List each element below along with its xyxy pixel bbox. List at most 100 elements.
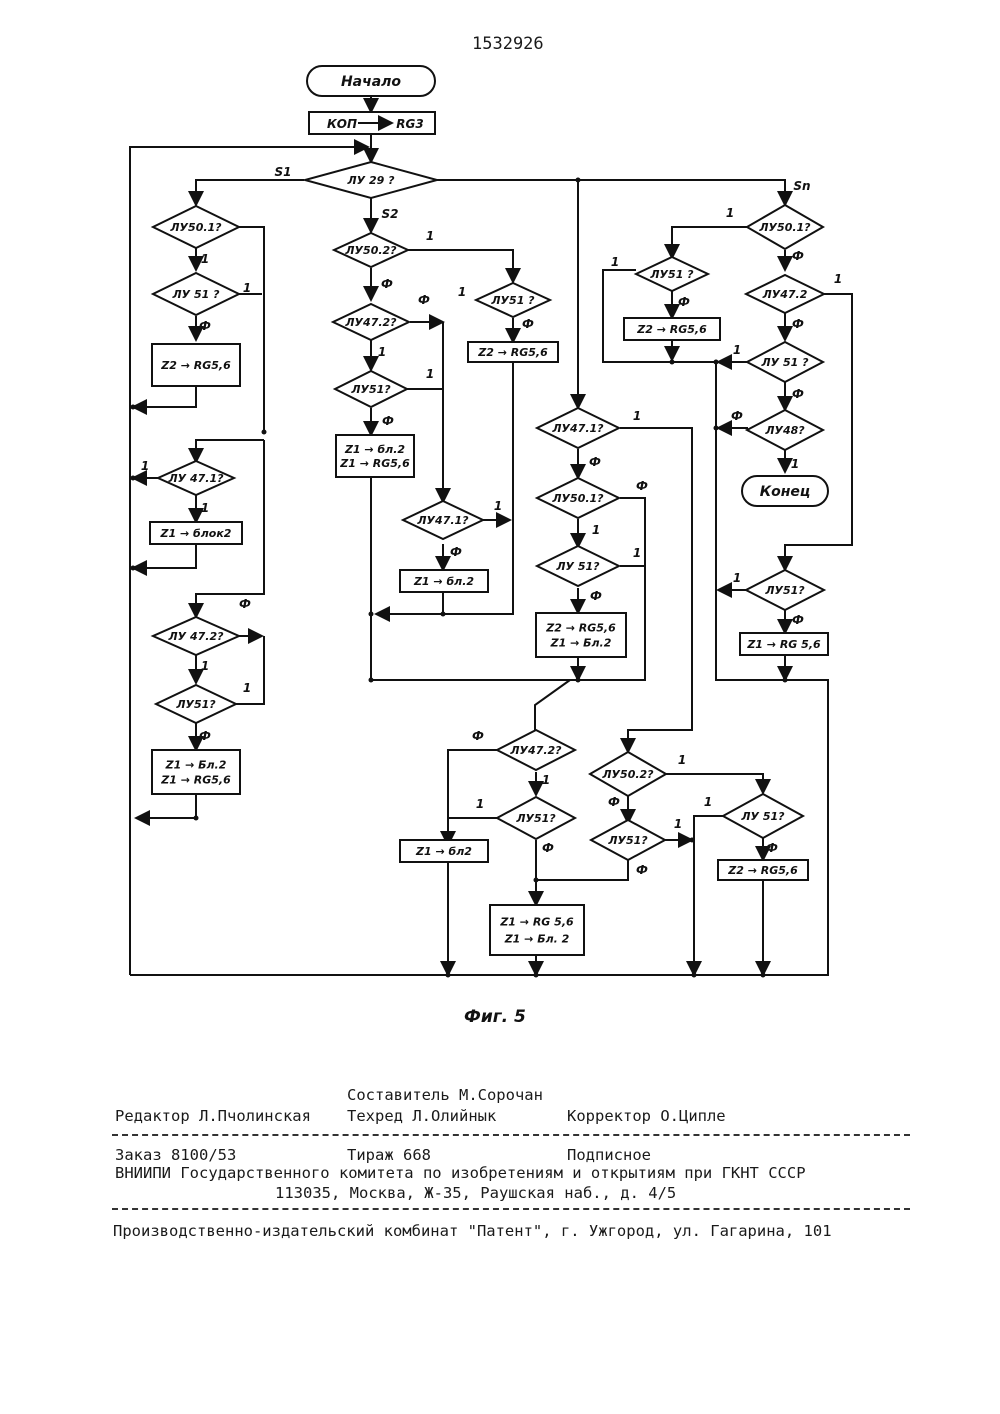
branch-label: 1: [834, 272, 842, 286]
decision-label: ЛУ51?: [515, 812, 556, 825]
junction-dot: [576, 178, 581, 183]
plant-line: Производственно-издательский комбинат "П…: [113, 1222, 832, 1240]
flow-line: [130, 680, 828, 975]
decision-label: ЛУ 51 ?: [761, 356, 810, 369]
process-box: [336, 435, 414, 477]
techred-line: Техред Л.Олийнык: [347, 1107, 496, 1125]
branch-label: 1: [243, 681, 251, 695]
decision-label: ЛУ50.1?: [551, 492, 604, 505]
junction-dot: [692, 973, 697, 978]
branch-label: Ф: [792, 613, 804, 627]
decision-label: ЛУ47.2?: [344, 316, 397, 329]
branch-label: 1: [678, 753, 686, 767]
branch-label: Ф: [589, 455, 601, 469]
process-label: Z1 → блок2: [160, 527, 232, 540]
branch-label: 1: [476, 797, 484, 811]
decision-label: ЛУ 29 ?: [347, 174, 396, 187]
branch-label: 1: [633, 546, 641, 560]
branch-label: 1: [378, 345, 386, 359]
kop-label: КОП: [327, 117, 357, 131]
junction-dot: [714, 426, 719, 431]
decision-label: ЛУ50.2?: [601, 768, 654, 781]
branch-label: 1: [611, 255, 619, 269]
decision-label: ЛУ 47.1?: [168, 472, 225, 485]
branch-label: 1: [243, 281, 251, 295]
flow-line: [133, 544, 196, 568]
flow-line: [620, 428, 692, 752]
flow-line: [538, 860, 628, 880]
branch-label-s1: S1: [275, 165, 292, 179]
flow-line: [672, 227, 748, 258]
decision-label: ЛУ47.1?: [551, 422, 604, 435]
decision-label: ЛУ47.2: [762, 288, 808, 301]
branch-label: 1: [542, 773, 550, 787]
branch-label: 1: [426, 367, 434, 381]
order-line: Заказ 8100/53: [115, 1146, 236, 1164]
branch-label: Ф: [199, 729, 211, 743]
junction-dot: [369, 678, 374, 683]
flow-line: [448, 750, 498, 845]
decision-label: ЛУ47.2?: [509, 744, 562, 757]
decision-label: ЛУ 51 ?: [172, 288, 221, 301]
branch-label: 1: [674, 817, 682, 831]
junction-dot: [194, 816, 199, 821]
branch-label: Ф: [608, 795, 620, 809]
decision-label: ЛУ 51?: [740, 810, 785, 823]
flow-line: [578, 180, 785, 205]
branch-label: Ф: [792, 249, 804, 263]
junction-dot: [131, 566, 136, 571]
decision-label: ЛУ47.1?: [416, 514, 469, 527]
junction-dot: [690, 838, 695, 843]
corrector-line: Корректор О.Ципле: [567, 1107, 726, 1125]
branch-label: Ф: [450, 545, 462, 559]
branch-label: Ф: [542, 841, 554, 855]
branch-label: 1: [592, 523, 600, 537]
end-terminal-label: Конец: [760, 484, 811, 500]
process-label: Z1 → бл.2: [413, 575, 474, 588]
process-box: [152, 750, 240, 794]
flow-line: [232, 227, 264, 432]
branch-label-sn: Sn: [793, 179, 810, 193]
junction-dot: [534, 973, 539, 978]
decision-label: ЛУ51?: [607, 834, 648, 847]
decision-label: ЛУ51?: [764, 584, 805, 597]
flow-line: [665, 774, 763, 793]
institute-line: ВНИИПИ Государственного комитета по изоб…: [115, 1164, 806, 1182]
branch-label: Ф: [381, 277, 393, 291]
decision-label: ЛУ51?: [175, 698, 216, 711]
junction-dot: [262, 430, 267, 435]
branch-label-s2: S2: [382, 207, 399, 221]
branch-label: 1: [733, 571, 741, 585]
process-label: Z2 → RG5,6: [477, 346, 548, 359]
flowchart-figure: НачалоКОПRG3ЛУ 29 ?ЛУ50.1?ЛУ 51 ?Z2 → RG…: [0, 0, 1000, 1040]
divider: [112, 1134, 910, 1136]
branch-label: Ф: [636, 479, 648, 493]
decision-label: ЛУ50.2?: [344, 244, 397, 257]
process-label: Z1 → RG5,6: [339, 457, 410, 470]
junction-dot: [441, 612, 446, 617]
branch-label: 1: [201, 252, 209, 266]
branch-label: Ф: [239, 597, 251, 611]
flow-line: [130, 147, 368, 975]
process-label: Z2 → RG5,6: [545, 622, 616, 635]
process-label: Z1 → Бл.2: [165, 759, 227, 772]
branch-label: Ф: [636, 863, 648, 877]
process-label: Z1 → Бл. 2: [504, 932, 570, 945]
branch-label: 1: [141, 459, 149, 473]
junction-dot: [446, 973, 451, 978]
branch-label: Ф: [418, 293, 430, 307]
process-label: Z1 → RG 5,6: [746, 638, 821, 651]
branch-label: Ф: [792, 317, 804, 331]
branch-label: 1: [201, 659, 209, 673]
subscription-line: Подписное: [567, 1146, 651, 1164]
decision-label: ЛУ51 ?: [649, 268, 694, 281]
rg3-label: RG3: [396, 117, 423, 131]
junction-dot: [714, 360, 719, 365]
divider: [112, 1208, 910, 1210]
decision-label: ЛУ 47.2?: [168, 630, 225, 643]
branch-label: Ф: [522, 317, 534, 331]
editor-line: Редактор Л.Пчолинская: [115, 1107, 311, 1125]
decision-label: ЛУ48?: [764, 424, 805, 437]
flow-line: [196, 180, 304, 205]
